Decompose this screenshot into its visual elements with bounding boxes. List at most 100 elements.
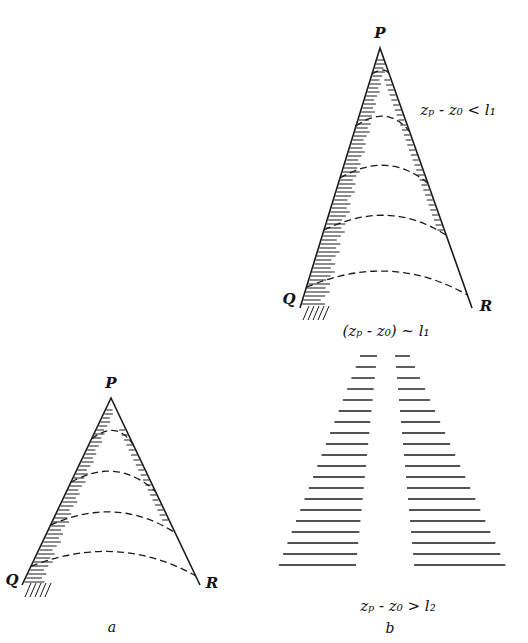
dashed-level-arc [71, 471, 156, 491]
edge-hatch [340, 180, 352, 181]
edge-hatch [36, 558, 50, 559]
edge-hatch [427, 200, 433, 201]
corner-hatch [45, 583, 51, 597]
condition-label: zₚ - z₀ > l₂ [358, 598, 437, 615]
edge-hatch [136, 465, 142, 466]
edge-hatch [131, 455, 137, 456]
edge-hatch [355, 132, 370, 133]
edge-hatch [70, 486, 82, 487]
dashed-level-arc [356, 116, 409, 131]
edge-hatch [319, 248, 336, 249]
edge-hatch [99, 426, 107, 427]
edge-hatch [82, 462, 94, 463]
wedge-stripe [411, 531, 490, 532]
corner-hatch [313, 306, 319, 320]
edge-hatch [328, 220, 342, 221]
wedge-stripe [395, 355, 410, 356]
edge-hatch [338, 188, 352, 189]
edge-hatch [42, 546, 57, 547]
edge-hatch [134, 460, 140, 461]
wedge-stripe [408, 498, 475, 499]
edge-hatch [307, 288, 325, 289]
edge-hatch [339, 184, 355, 185]
wedge-stripe [287, 542, 358, 543]
wedge-stripe [279, 564, 356, 565]
corner-hatch [323, 306, 329, 320]
edge-hatch [138, 470, 144, 471]
edge-hatch [434, 220, 440, 221]
wedge-stripe [347, 388, 373, 389]
edge-hatch [310, 280, 326, 281]
wedge-stripe [313, 476, 365, 477]
edge-hatch [386, 85, 392, 86]
edge-hatch [305, 296, 326, 297]
wedge-stripe [351, 377, 374, 378]
vertex-label: Q [3, 572, 20, 589]
edge-hatch [366, 96, 377, 97]
corner-hatch [35, 583, 41, 597]
corner-hatch [40, 583, 46, 597]
edge-hatch [126, 445, 132, 446]
wedge-stripe [406, 476, 465, 477]
corner-hatch [308, 306, 314, 320]
wedge-stripe [296, 520, 360, 521]
edge-hatch [348, 156, 362, 157]
edge-hatch [398, 120, 404, 121]
wedge-stripe [343, 399, 373, 400]
edge-hatch [49, 530, 61, 531]
edge-hatch [95, 434, 105, 435]
edge-hatch [124, 440, 130, 441]
vertex-label: P [372, 25, 387, 42]
edge-hatch [153, 500, 159, 501]
wedge-stripe [413, 553, 500, 554]
wedge-stripe [400, 410, 435, 411]
wedge-stripe [399, 399, 430, 400]
edge-hatch [40, 550, 53, 551]
triangle-outline [22, 398, 200, 585]
condition-label: zₚ - z₀ < l₁ [418, 102, 497, 119]
edge-hatch [26, 578, 41, 579]
edge-hatch [418, 175, 424, 176]
wedge-stripe [339, 410, 372, 411]
edge-hatch [436, 225, 442, 226]
edge-hatch [143, 480, 149, 481]
wedge-stripe [300, 509, 361, 510]
edge-hatch [360, 116, 372, 117]
wedge-stripe [317, 465, 366, 466]
edge-hatch [306, 292, 330, 293]
edge-hatch [334, 200, 347, 201]
edge-hatch [321, 244, 341, 245]
dashed-level-arc [50, 512, 175, 533]
edge-hatch [51, 526, 65, 527]
edge-hatch [97, 430, 104, 431]
edge-hatch [43, 542, 60, 543]
edge-hatch [413, 160, 419, 161]
edge-hatch [91, 442, 102, 443]
edge-hatch [66, 494, 79, 495]
wedge-stripe [402, 432, 445, 433]
edge-hatch [104, 414, 112, 415]
edge-hatch [318, 252, 339, 253]
wedge-stripe [304, 498, 362, 499]
edge-hatch [141, 475, 147, 476]
edge-hatch [323, 236, 341, 237]
dashed-level-arc [372, 70, 389, 74]
edge-hatch [102, 418, 109, 419]
edge-hatch [63, 502, 78, 503]
edge-hatch [119, 430, 125, 431]
edge-hatch [333, 204, 350, 205]
edge-hatch [160, 515, 166, 516]
edge-hatch [316, 260, 332, 261]
edge-hatch [406, 140, 412, 141]
edge-hatch [331, 212, 350, 213]
condition-label: (zₚ - z₀) ~ l₁ [340, 323, 431, 340]
wedge-stripe [356, 366, 376, 367]
edge-hatch [315, 264, 336, 265]
panel-label: a [106, 620, 118, 635]
edge-hatch [162, 520, 168, 521]
edge-hatch [365, 100, 374, 101]
edge-hatch [437, 230, 443, 231]
wedge-stripe [401, 421, 440, 422]
edge-hatch [332, 208, 347, 209]
